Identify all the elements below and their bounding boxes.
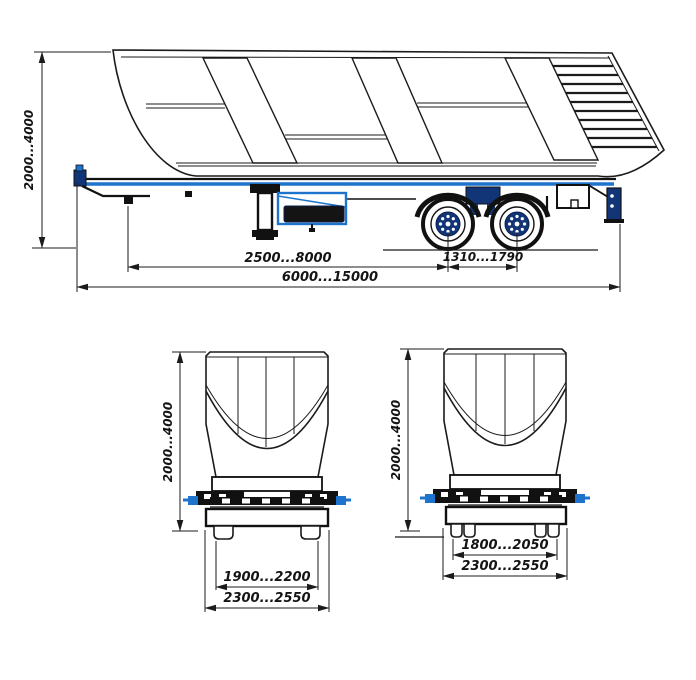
fender-axle-1 xyxy=(414,192,482,218)
side-rails xyxy=(146,102,528,140)
front-dual-dimensions: 2000...4000 1800...2050 2300...2550 xyxy=(389,348,568,580)
toolbox xyxy=(556,184,590,209)
front-view-dual-tires: 2000...4000 1800...2050 2300...2550 xyxy=(389,348,590,580)
kingpin xyxy=(124,196,133,204)
dim-overall-length: 6000...15000 xyxy=(282,270,378,285)
side-view: 2000...4000 2500...8000 1310...1790 6000… xyxy=(22,49,665,292)
tailgate xyxy=(553,55,660,152)
dim-front-single-track: 1900...2200 xyxy=(223,570,310,585)
wheels-single xyxy=(213,525,321,540)
subframe-dual xyxy=(449,474,561,490)
chassis-dual xyxy=(444,505,568,526)
tub-arc-outer-dual xyxy=(443,387,567,447)
tub-arc-outer xyxy=(205,390,329,450)
chassis-frame xyxy=(73,164,616,204)
stiffener-bands xyxy=(201,57,600,164)
landing-gear xyxy=(250,184,280,240)
axle-beam-single xyxy=(210,497,324,508)
body-ribs-dual xyxy=(475,354,535,444)
marker-light-left xyxy=(188,496,198,505)
fenders xyxy=(414,192,551,218)
front-single-dimensions: 2000...4000 1900...2200 2300...2550 xyxy=(161,351,330,612)
body-front-single xyxy=(205,351,329,478)
dim-front-single-width: 2300...2550 xyxy=(223,591,310,606)
axle-beam-dual xyxy=(448,495,562,506)
dim-axle-spacing: 1310...1790 xyxy=(443,250,523,264)
dim-front-dual-width: 2300...2550 xyxy=(461,559,548,574)
body-ribs-single xyxy=(237,357,295,447)
fender-axle-2 xyxy=(483,192,551,218)
dim-front-dual-height: 2000...4000 xyxy=(389,400,403,480)
dim-front-single-height: 2000...4000 xyxy=(161,402,175,482)
dim-front-dual-track: 1800...2050 xyxy=(461,538,548,553)
dim-side-height: 2000...4000 xyxy=(22,110,36,190)
subframe-single xyxy=(211,476,323,492)
rear-bumper xyxy=(604,187,624,223)
marker-light-right xyxy=(336,496,346,505)
front-view-single-tires: 2000...4000 1900...2200 2300...2550 xyxy=(161,351,351,612)
tub-arc-inner-dual xyxy=(443,381,567,436)
frame-mark xyxy=(185,191,192,197)
marker-light-left-dual xyxy=(425,494,435,503)
tailgate-ribs xyxy=(553,64,657,149)
dim-kingpin-to-axle: 2500...8000 xyxy=(244,251,331,266)
marker-light-right-dual xyxy=(575,494,585,503)
side-view-dimensions: 2000...4000 2500...8000 1310...1790 6000… xyxy=(22,51,621,292)
wheels-dual xyxy=(450,523,560,538)
wheel-axle-1 xyxy=(421,197,475,251)
tub-arc-inner xyxy=(205,384,329,439)
hydraulic-box xyxy=(276,191,348,232)
front-coupling-bracket xyxy=(73,169,87,187)
chassis-single xyxy=(204,507,330,528)
